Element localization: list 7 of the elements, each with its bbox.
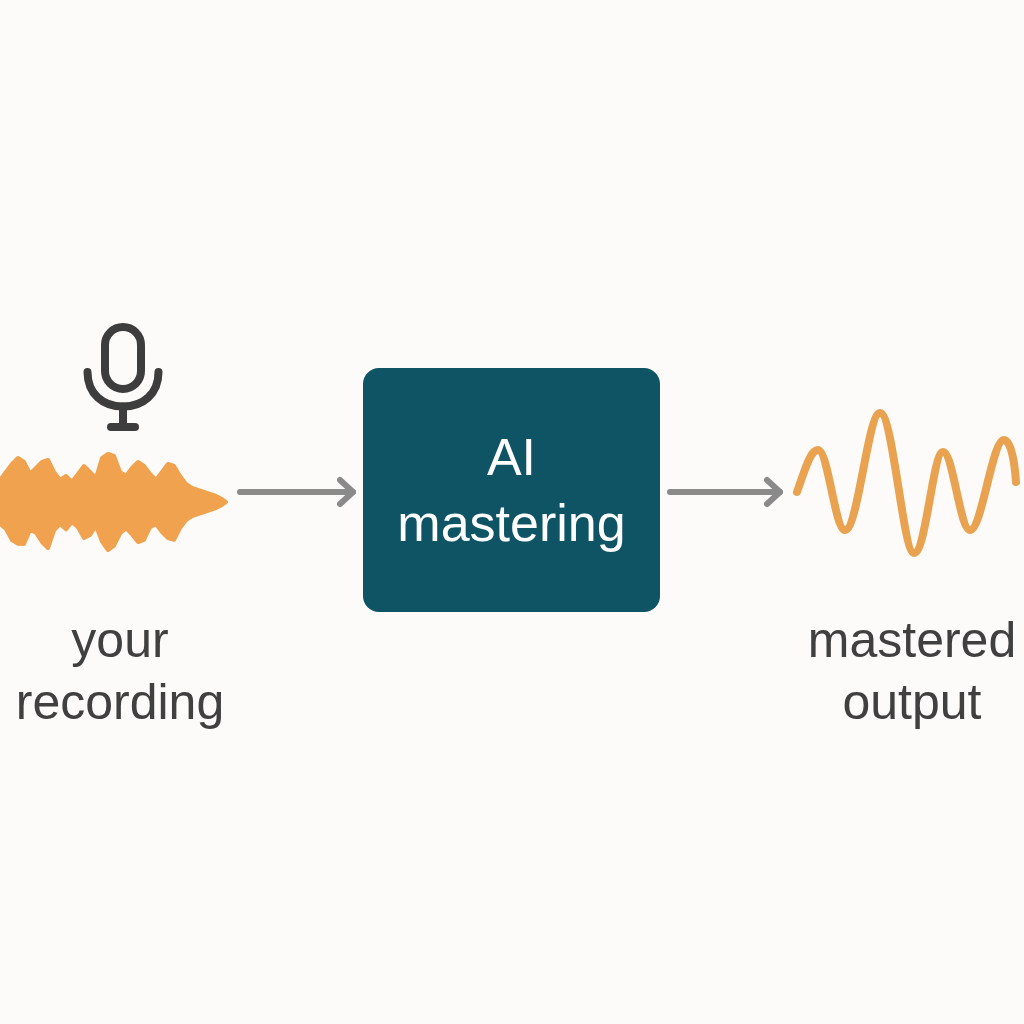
caption-text: mastered output (806, 611, 1018, 732)
arrow (237, 477, 356, 507)
process-label: AI mastering (396, 427, 627, 554)
caption-text: your recording (14, 611, 226, 732)
audio-waveform (0, 452, 230, 552)
process-box (363, 368, 660, 612)
arrow (667, 477, 783, 507)
